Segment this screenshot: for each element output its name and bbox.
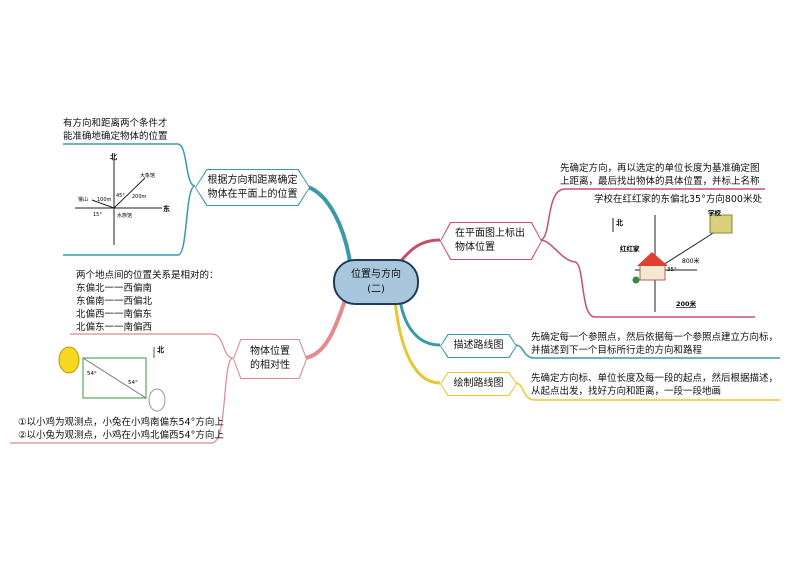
note-line: 先确定每一个参照点，然后依据每一个参照点建立方向标，: [531, 332, 779, 343]
tree-icon: [632, 276, 640, 284]
angle-b-label: 15°: [93, 212, 102, 218]
bracket-branch-1: [63, 143, 196, 256]
note-branch-5: 两个地点间的位置关系是相对的： 东偏北一一西偏南 东偏南一一西偏北 北偏西一一南…: [76, 269, 219, 334]
distance-label: 800米: [682, 257, 699, 265]
place-b-label: 猴山: [78, 196, 88, 203]
note-line: 能准确地确定物体的位置: [63, 131, 168, 142]
topic-mark-on-plan[interactable]: 在平面图上标出物体位置: [440, 222, 542, 260]
note-line: 上距离，最后找出物体的具体位置，并标上名称: [560, 176, 760, 187]
connector-branch-1: [307, 185, 352, 263]
conclusions: ①以小鸡为观测点，小兔在小鸡南偏东54°方向上 ②以小兔为观测点，小鸡在小鸡北偏…: [18, 416, 224, 442]
topic-locate-by-direction-distance[interactable]: 根据方向和距离确定物体在平面上的位置: [195, 169, 310, 206]
conclusion-line: ①以小鸡为观测点，小兔在小鸡南偏东54°方向上: [18, 417, 224, 428]
chick-rabbit-diagram: 54° 54° 北: [58, 345, 166, 412]
underline-branch-3: [514, 344, 780, 359]
vector-b: [91, 199, 115, 209]
note-line: 从起点出发，找好方向和距离，一段一段地画: [531, 386, 722, 397]
note-branch-3: 先确定每一个参照点，然后依据每一个参照点建立方向标， 并描述到下一个目标所行走的…: [531, 331, 778, 357]
note-line: 有方向和距离两个条件才: [63, 118, 168, 129]
conclusion-line: ②以小兔为观测点，小鸡在小鸡北偏西54°方向上: [18, 430, 224, 441]
connector-branch-2: [398, 238, 441, 263]
example-text: 学校在红红家的东偏北35°方向800米处: [594, 194, 762, 205]
angle-a-label: 45°: [116, 193, 125, 199]
angle-2-label: 54°: [128, 380, 138, 386]
vector-a: [113, 177, 146, 209]
home-label: 红红家: [620, 244, 640, 253]
school-label: 学校: [708, 210, 722, 217]
topic-label: 物体在平面上的位置: [207, 188, 298, 200]
route-line: [654, 229, 719, 271]
topic-label: 根据方向和距离确定: [207, 174, 298, 186]
note-line: 先确定方向标、单位长度及每一段的起点，然后根据描述，: [531, 373, 779, 384]
central-topic-subtitle: (二): [367, 284, 385, 295]
note-line: 北偏西一一南偏东: [76, 309, 153, 320]
home-icon: [639, 264, 666, 281]
note-line: 先确定方向，再以选定的单位长度为基准确定图: [560, 163, 760, 174]
note-branch-2: 先确定方向，再以选定的单位长度为基准确定图 上距离，最后找出物体的具体位置，并标…: [560, 162, 760, 188]
chick-icon: [58, 346, 80, 374]
east-label: 东: [163, 204, 170, 213]
angle-label: 35°: [667, 267, 677, 273]
distance-a-label: 200m: [132, 194, 147, 200]
topic-label: 的相对性: [250, 360, 290, 371]
origin-label: 水族馆: [117, 212, 132, 219]
school-icon: [709, 214, 733, 234]
connector-branch-4: [393, 299, 441, 385]
direction-distance-diagram: 北 东 大象馆 猴山 水族馆 200m 100m 45° 15°: [75, 152, 170, 245]
underline-branch-4: [514, 382, 780, 401]
note-line: 北偏东一一南偏西: [76, 322, 153, 333]
bracket-branch-5: [10, 333, 234, 444]
topic-describe-route[interactable]: 描述路线图: [440, 334, 517, 358]
topic-relative-position[interactable]: 物体位置的相对性: [233, 339, 307, 379]
north-label: 北: [616, 218, 623, 227]
relation-rectangle: [82, 357, 147, 399]
note-branch-1: 有方向和距离两个条件才 能准确地确定物体的位置: [63, 117, 168, 143]
connector-branch-3: [398, 299, 441, 347]
scale-label: 200米: [676, 299, 697, 308]
topic-label: 物体位置: [250, 346, 290, 357]
place-a-label: 大象馆: [140, 172, 155, 179]
rabbit-icon: [148, 388, 166, 412]
topic-label: 在平面图上标出: [455, 228, 525, 239]
bracket-branch-2: [539, 188, 765, 318]
north-label: 北: [110, 152, 117, 161]
school-location-diagram: 北 学校 红红家 800米 35° 200米: [612, 210, 733, 312]
topic-draw-route[interactable]: 绘制路线图: [440, 372, 517, 396]
relation-diagonal: [82, 357, 147, 399]
central-topic-title: 位置与方向: [351, 269, 401, 280]
note-line: 并描述到下一个目标所行走的方向和路程: [531, 345, 703, 356]
distance-b-label: 100m: [97, 197, 112, 203]
note-line: 东偏南一一西偏北: [76, 296, 153, 307]
central-topic[interactable]: 位置与方向 (二): [333, 259, 419, 305]
north-label: 北: [157, 345, 164, 354]
note-line: 东偏北一一西偏南: [76, 283, 153, 294]
note-branch-4: 先确定方向标、单位长度及每一段的起点，然后根据描述， 从起点出发，找好方向和距离…: [531, 372, 778, 398]
angle-1-label: 54°: [87, 371, 97, 377]
home-roof-icon: [637, 252, 668, 266]
note-line: 两个地点间的位置关系是相对的：: [76, 270, 219, 281]
connector-branch-5: [304, 299, 347, 360]
topic-label: 物体位置: [455, 242, 495, 253]
